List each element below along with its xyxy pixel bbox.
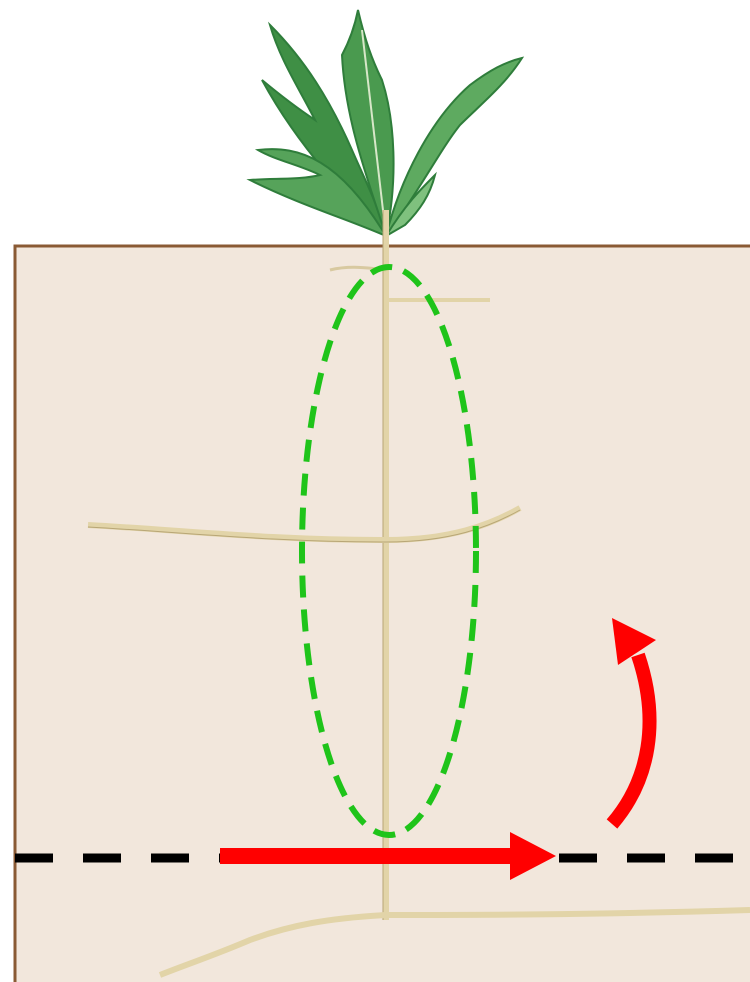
thistle-plant-icon (250, 10, 522, 236)
